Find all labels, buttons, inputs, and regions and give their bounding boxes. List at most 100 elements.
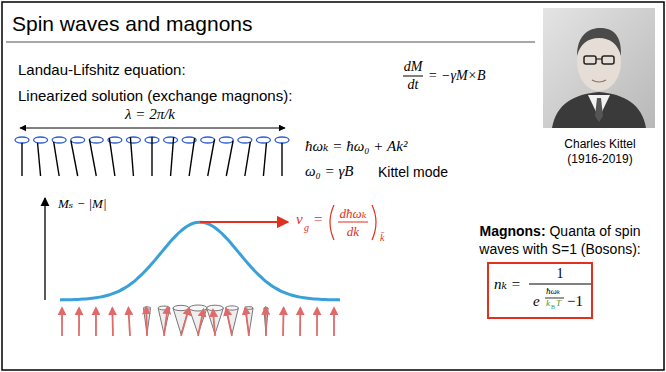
parenthesis xyxy=(372,205,376,240)
formula-part: T xyxy=(556,299,561,308)
precession-orbit xyxy=(34,137,48,143)
precession-orbit xyxy=(201,137,215,143)
formula-part: dħωₖ xyxy=(340,207,367,220)
spin-vector xyxy=(109,138,114,176)
precession-orbit xyxy=(219,137,233,143)
spin-arrow xyxy=(299,308,301,336)
title-rule xyxy=(6,41,535,43)
precession-cone xyxy=(207,305,224,311)
glasses xyxy=(602,56,614,64)
spin-vector xyxy=(130,137,133,176)
spin-arrow xyxy=(128,308,130,336)
formula-part: dk xyxy=(347,225,359,238)
precession-cone xyxy=(173,308,189,334)
spin-arrow xyxy=(245,308,249,336)
precession-orbit xyxy=(71,137,85,143)
spin-vector xyxy=(89,139,96,176)
spin-vector xyxy=(71,141,78,176)
spin-arrow xyxy=(333,308,335,336)
spin-vector xyxy=(151,137,152,176)
hair xyxy=(577,28,621,56)
suit xyxy=(552,92,646,128)
spin-vector xyxy=(189,138,194,176)
spin-vector xyxy=(21,143,22,176)
spin-arrow xyxy=(181,308,189,336)
precession-orbit xyxy=(15,137,29,143)
fraction-bar xyxy=(529,284,591,285)
formula-part: −1 xyxy=(567,294,583,309)
portrait-photo xyxy=(543,8,655,128)
spin-vector xyxy=(208,139,215,176)
spin-arrow xyxy=(78,308,80,336)
formula-box: nₖ = 1 eħωₖ kBT −1 xyxy=(487,262,593,319)
spin-vector xyxy=(54,142,59,176)
spin-vector xyxy=(263,143,266,176)
formula-part: v xyxy=(296,212,303,227)
spin-vector xyxy=(226,141,233,176)
glasses xyxy=(584,56,596,64)
glasses xyxy=(596,58,602,59)
precession-orbit xyxy=(126,137,140,143)
spin-vector xyxy=(38,143,41,176)
precession-cone xyxy=(189,308,207,334)
mouth xyxy=(592,80,606,82)
group-velocity-arrow xyxy=(200,221,288,223)
precession-cone xyxy=(173,305,189,310)
equation-caption: Linearized solution (exchange magnons): xyxy=(18,88,292,103)
formula-part: g xyxy=(304,223,309,233)
mode-name: Kittel mode xyxy=(378,165,448,179)
fraction-bar xyxy=(403,76,423,77)
spin-arrow xyxy=(213,310,215,336)
slide-title: Spin waves and magnons xyxy=(12,13,253,34)
dispersion-formula: ħωₖ = ħω₀ + Ak² xyxy=(305,139,407,154)
formula-part: k̄ xyxy=(380,233,384,243)
formula-part: = xyxy=(314,212,322,227)
spin-arrow xyxy=(226,309,232,336)
parenthesis xyxy=(330,205,334,240)
precession-orbit xyxy=(164,137,178,143)
spin-row xyxy=(62,305,334,336)
precession-orbit xyxy=(256,137,270,143)
wavelength-label: λ = 2π/k xyxy=(125,107,175,122)
precession-orbit xyxy=(89,137,103,143)
spin-vector xyxy=(281,143,282,176)
kittel-formula: ω₀ = γB xyxy=(305,164,354,179)
formula-part: ħωₖ xyxy=(546,287,560,296)
spin-vector xyxy=(245,142,250,176)
spin-arrow xyxy=(111,308,113,336)
formula-part: B xyxy=(551,304,555,310)
axis-arrow xyxy=(44,198,45,300)
formula-part: = −γM×B xyxy=(428,69,486,83)
axis-label: Mₛ − |M| xyxy=(58,197,106,210)
photo-caption: Charles Kittel (1916-2019) xyxy=(550,137,650,167)
spin-arrow xyxy=(164,307,168,336)
formula-part: 1 xyxy=(557,267,564,281)
spin-arrow xyxy=(61,308,63,336)
note-heading: Magnons: xyxy=(479,223,545,239)
photo-ground xyxy=(543,8,655,128)
spin-arrow xyxy=(145,307,148,336)
spin-arrow xyxy=(265,308,267,336)
formula-part: dt xyxy=(408,78,419,92)
formula-part: k xyxy=(546,299,550,308)
magnon-note: Magnons: Quanta of spin waves with S=1 (… xyxy=(462,222,658,258)
formula-part: dM xyxy=(404,60,423,74)
spin-arrow xyxy=(95,308,97,336)
formula-part: nₖ = xyxy=(494,277,521,292)
spin-vector xyxy=(171,137,174,176)
spin-arrow xyxy=(198,310,203,336)
wavelength-arrow xyxy=(20,128,285,129)
precession-orbit xyxy=(275,137,289,143)
equation-caption: Landau-Lifshitz equation: xyxy=(18,62,186,77)
spin-arrow xyxy=(282,308,284,336)
tie xyxy=(595,98,603,122)
precession-cone xyxy=(189,305,207,311)
wave-packet-curve xyxy=(60,222,340,300)
formula-part: e xyxy=(533,294,540,309)
spin-chain xyxy=(15,137,289,176)
spin-arrow xyxy=(316,308,318,336)
